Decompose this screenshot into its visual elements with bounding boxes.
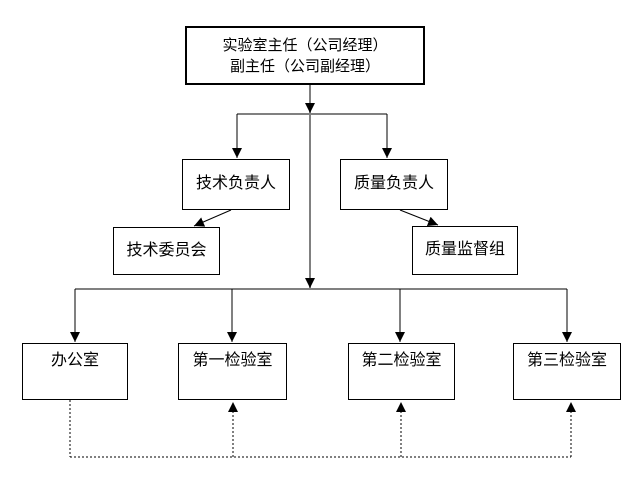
node-lab3: 第三检验室 <box>513 343 621 400</box>
node-quality-supervision: 质量监督组 <box>412 226 518 275</box>
node-lab1: 第一检验室 <box>178 343 287 400</box>
node-office: 办公室 <box>22 343 128 400</box>
node-tech-committee: 技术委员会 <box>113 227 220 275</box>
connector-tech-manager-to-committee <box>193 209 232 227</box>
node-label: 技术委员会 <box>126 241 207 259</box>
node-label: 第二检验室 <box>361 352 442 369</box>
node-director-line1: 实验室主任（公司经理） <box>222 36 388 54</box>
node-label: 质量负责人 <box>353 175 434 193</box>
node-lab2: 第二检验室 <box>348 343 455 400</box>
node-director: 实验室主任（公司经理） 副主任（公司副经理） <box>185 26 425 85</box>
node-label: 质量监督组 <box>424 241 505 259</box>
node-label: 技术负责人 <box>195 175 276 193</box>
node-director-line2: 副主任（公司副经理） <box>229 57 380 75</box>
node-label: 办公室 <box>50 352 99 369</box>
connector-quality-manager-to-supervision <box>399 209 439 226</box>
node-label: 第三检验室 <box>526 352 607 369</box>
node-label: 第一检验室 <box>192 352 273 369</box>
node-tech-manager: 技术负责人 <box>182 159 290 210</box>
node-quality-manager: 质量负责人 <box>340 159 448 210</box>
